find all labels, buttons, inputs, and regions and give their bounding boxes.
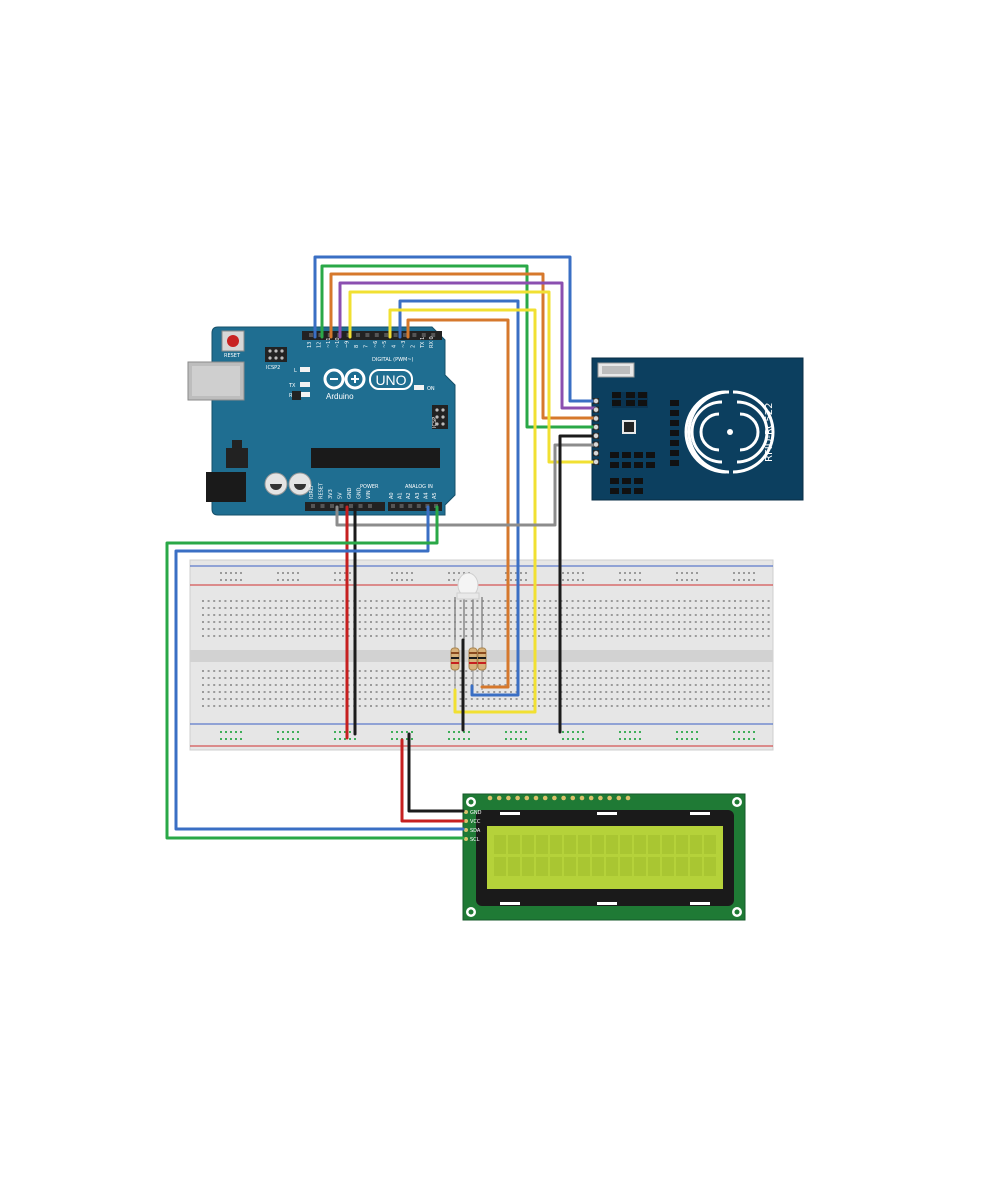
- digital-label: DIGITAL (PWM~): [372, 357, 414, 363]
- lcd-i2c-pins: GND VCC SDA SCL: [464, 810, 482, 843]
- rfid-components: [610, 392, 679, 494]
- power-pin-label: GND: [357, 487, 363, 499]
- power-pin-label: VIN: [366, 490, 372, 499]
- digital-pin-label: 8: [354, 345, 360, 348]
- lcd-pin-scl: SCL: [470, 837, 480, 843]
- rfid-rc522-module: RFID-RC522: [591, 357, 804, 501]
- digital-pin-label: 7: [363, 345, 369, 348]
- lcd-character-cells: [494, 835, 716, 876]
- lcd-top-pins: [487, 795, 631, 801]
- resistor: [450, 640, 460, 690]
- power-label: POWER: [360, 484, 379, 490]
- power-header: [305, 502, 385, 511]
- analog-label: ANALOG IN: [405, 484, 433, 490]
- power-jack: [206, 472, 246, 502]
- analog-header: [388, 502, 442, 511]
- led-tx-label: TX: [288, 383, 296, 389]
- wire-black-rfid-gnd: [558, 434, 597, 734]
- resistor: [468, 640, 478, 690]
- icsp2-label: ICSP2: [266, 365, 280, 371]
- arduino-uno-board: RESET ICSP2 L TX RX UNO Arduino ON: [187, 326, 456, 516]
- analog-pin-label: A1: [398, 492, 404, 499]
- power-pin-label: 3V3: [328, 489, 334, 499]
- logo-word: UNO: [375, 372, 406, 388]
- analog-pin-label: A5: [432, 492, 438, 499]
- wire-red-lcd-vcc: [400, 738, 465, 823]
- digital-pin-label: ~3: [401, 341, 407, 348]
- power-pin-label: IOREF: [309, 484, 315, 499]
- analog-pin-label: A0: [389, 492, 395, 499]
- digital-pin-label: 12: [316, 342, 322, 348]
- power-pin-label: RESET: [319, 482, 325, 499]
- led-l-label: L: [294, 368, 297, 374]
- lcd-pin-vcc: VCC: [470, 819, 481, 825]
- digital-pin-label: 2: [410, 345, 416, 348]
- wire-purple-d10-rfid: [338, 281, 597, 410]
- digital-pin-label: RX 0: [429, 336, 435, 348]
- wire-blue-d13-rfid: [313, 255, 597, 403]
- digital-pin-label: 13: [307, 342, 313, 348]
- rfid-pin-dots: [593, 398, 599, 465]
- digital-pin-label: 4: [392, 345, 398, 348]
- wire-blue-d6-led: [398, 299, 520, 697]
- wire-gray-3v3-rfid: [335, 443, 597, 527]
- breadboard: [189, 559, 774, 751]
- arduino-logo: UNO Arduino: [323, 368, 413, 401]
- power-pin-label: GND: [347, 487, 353, 499]
- icsp-label: ICSP: [432, 417, 438, 428]
- wire-green-a5-scl: [165, 505, 465, 840]
- icsp-header: [432, 405, 448, 429]
- wire-blue-a4-sda: [174, 505, 465, 831]
- brand-name: Arduino: [326, 392, 354, 401]
- digital-pin-label: ~10: [335, 337, 341, 348]
- analog-pin-label: A4: [423, 492, 429, 499]
- reset-button: [227, 335, 239, 347]
- lcd-pin-gnd: GND: [470, 810, 482, 816]
- wire-orange-d11-rfid: [329, 272, 597, 420]
- rgb-led: [454, 572, 483, 640]
- digital-pin-label: ~9: [345, 341, 351, 348]
- digital-pin-label: TX 1: [420, 337, 426, 349]
- analog-pin-label: A3: [415, 492, 421, 499]
- rfid-label: RFID-RC522: [764, 403, 775, 462]
- wire-yellow-d9-rfid: [348, 290, 597, 464]
- resistor: [477, 640, 487, 690]
- lcd-pin-sda: SDA: [470, 828, 481, 834]
- digital-pin-label: ~5: [382, 341, 388, 348]
- breadboard-holes: [202, 572, 770, 740]
- analog-pin-label: A2: [406, 492, 412, 499]
- wire-black-lcd-gnd: [407, 732, 465, 813]
- digital-pin-label: ~6: [373, 341, 379, 348]
- digital-pin-label: ~11: [326, 337, 332, 348]
- reset-label: RESET: [224, 353, 241, 359]
- atmega-chip: [311, 448, 440, 468]
- icsp2-header: [265, 347, 287, 362]
- antenna-icon-left: [684, 390, 727, 474]
- lcd-16x2-i2c: GND VCC SDA SCL: [462, 793, 746, 921]
- digital-header: [302, 331, 442, 340]
- wire-orange-d3-led: [406, 318, 510, 689]
- power-pin-label: 5V: [338, 492, 344, 499]
- on-label: ON: [427, 386, 435, 392]
- wire-yellow-d5-led: [388, 308, 537, 714]
